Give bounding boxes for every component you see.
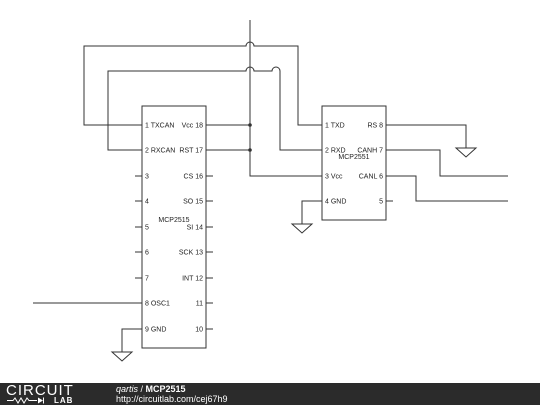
mcp2515-pin-label: 9 GND xyxy=(145,327,166,334)
mcp2515-pin-label: 10 xyxy=(195,327,203,334)
mcp2515-label: MCP2515 xyxy=(158,217,189,224)
mcp2515-pin-label: Vcc 18 xyxy=(182,123,204,130)
mcp2551-pin-label: 5 xyxy=(379,199,383,206)
circuit-title[interactable]: MCP2515 xyxy=(145,384,186,394)
mcp2551-pin-label: CANL 6 xyxy=(359,174,383,181)
mcp2515-pin-label: SO 15 xyxy=(183,199,203,206)
mcp2551-pin-label: 4 GND xyxy=(325,199,346,206)
wire-mcp2551-gnd xyxy=(301,200,322,224)
mcp2551-pin-label: RS 8 xyxy=(367,123,383,130)
mcp2515-pin-label: CS 16 xyxy=(184,174,204,181)
ground-symbol xyxy=(110,351,134,362)
wire-txcan xyxy=(83,41,322,126)
mcp2551-pin-label: 3 Vcc xyxy=(325,174,343,181)
mcp2515-pin-label: 2 RXCAN xyxy=(145,148,175,155)
mcp2551-label: MCP2551 xyxy=(338,154,369,161)
wires xyxy=(33,20,508,352)
resistor-wave-icon xyxy=(7,397,44,404)
mcp2515-pin-label: SI 14 xyxy=(187,225,203,232)
mcp2515-pin-label: SCK 13 xyxy=(179,250,203,257)
mcp2515-pin-label: 5 xyxy=(145,225,149,232)
mcp2515-pin-label: RST 17 xyxy=(179,148,203,155)
mcp2515-pin-label: INT 12 xyxy=(182,276,203,283)
credit-separator: / xyxy=(138,384,146,394)
mcp2515-pin-label: 7 xyxy=(145,276,149,283)
mcp2515-pin-label: 1 TXCAN xyxy=(145,123,174,130)
wire-canl xyxy=(386,175,508,202)
schematic-canvas: MCP2515 1 TXCAN 2 RXCAN 3 4 5 6 7 8 OSC1… xyxy=(33,20,508,362)
mcp2551-chip: MCP2551 1 TXD 2 RXD 3 Vcc 4 GND RS 8 CAN… xyxy=(321,105,387,221)
mcp2515-chip: MCP2515 1 TXCAN 2 RXCAN 3 4 5 6 7 8 OSC1… xyxy=(141,105,207,349)
footer-bar: CIRCUIT LAB qartis / MCP2515 http://circ… xyxy=(0,383,540,405)
vcc-rail xyxy=(249,20,322,177)
mcp2551-pin-label: CANH 7 xyxy=(357,148,383,155)
credit-line: qartis / MCP2515 xyxy=(116,384,186,394)
wire-canh xyxy=(386,149,508,177)
mcp2515-pin-label: 6 xyxy=(145,250,149,257)
wire-mcp2515-gnd xyxy=(121,328,142,352)
mcp2515-pin-label: 4 xyxy=(145,199,149,206)
junction-dot xyxy=(248,148,252,152)
mcp2515-pin-label: 3 xyxy=(145,174,149,181)
ground-symbol xyxy=(454,147,478,158)
mcp2551-pin-label: 2 RXD xyxy=(325,148,346,155)
mcp2515-pin-label: 8 OSC1 xyxy=(145,301,170,308)
logo-text-circuit: CIRCUIT xyxy=(6,382,74,399)
circuit-url-link[interactable]: http://circuitlab.com/cej67h9 xyxy=(116,394,228,404)
mcp2551-pin-label: 1 TXD xyxy=(325,123,345,130)
logo-text-lab: LAB xyxy=(54,396,74,405)
wire-rxcan xyxy=(107,66,322,151)
author-name[interactable]: qartis xyxy=(116,384,139,394)
circuitlab-logo[interactable]: CIRCUIT LAB xyxy=(6,382,96,405)
mcp2515-pin-label: 11 xyxy=(196,301,203,308)
ground-symbol xyxy=(290,223,314,234)
junction-dot xyxy=(248,123,252,127)
wire-rs-gnd xyxy=(386,124,467,148)
mcp2515-pin-stubs xyxy=(135,175,213,330)
